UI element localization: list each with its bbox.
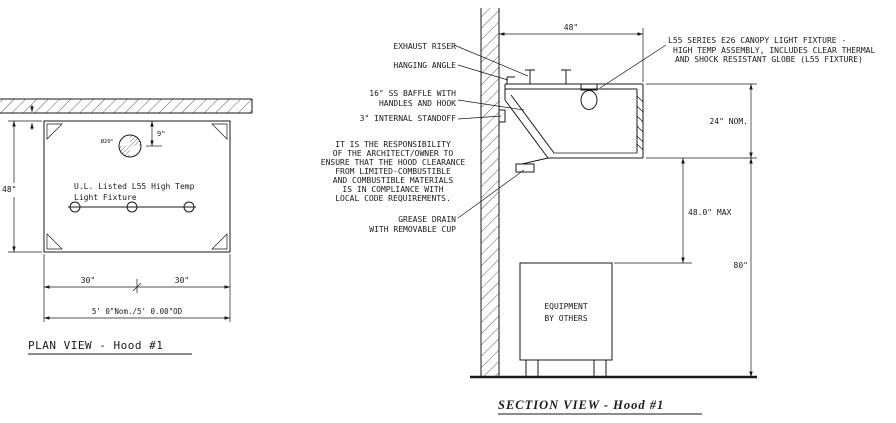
exhaust-riser [525, 69, 571, 84]
grease-drain-cup [515, 157, 549, 173]
light-fixture-plan [68, 201, 196, 213]
riser-offset-dimension: 9" [146, 121, 165, 147]
responsibility-line-2: OF THE ARCHITECT/OWNER TO [333, 149, 454, 158]
light-note-line-1: L55 SERIES E26 CANOPY LIGHT FIXTURE - [668, 36, 846, 45]
front-panel-ticks [636, 95, 644, 151]
plan-height-text: 48" [2, 185, 16, 194]
baffle-filter [504, 99, 549, 159]
baffle-label-line2: HANDLES AND HOOK [379, 99, 456, 108]
hanging-angle-label: HANGING ANGLE [393, 61, 456, 70]
floor-height-text: 80" [734, 261, 748, 270]
plan-width-dimensions: 30" 30" 5' 0"Nom./5' 0.00"OD [43, 254, 231, 322]
grease-label-line1: GREASE DRAIN [398, 215, 456, 224]
top-width-text: 48" [564, 23, 578, 32]
responsibility-line-1: IT IS THE RESPONSIBILITY [335, 140, 451, 149]
hood-height-text: 24" NOM. [709, 117, 748, 126]
plan-wall-hatched-strip [0, 98, 253, 114]
riser-diameter-label: Ø20" [101, 138, 114, 145]
fixture-note-line1: U.L. Listed L55 High Temp [74, 182, 195, 191]
responsibility-line-6: IS IN COMPLIANCE WITH [342, 185, 443, 194]
responsibility-line-5: AND COMBUSTIBLE MATERIALS [333, 176, 454, 185]
plan-height-dimension: 48" [2, 120, 42, 253]
light-note-line-3: AND SHOCK RESISTANT GLOBE (L55 FIXTURE) [675, 55, 863, 64]
riser-collar-plan [118, 134, 142, 158]
equipment-text-line2: BY OTHERS [544, 314, 588, 323]
responsibility-note: IT IS THE RESPONSIBILITY OF THE ARCHITEC… [321, 140, 466, 203]
hanger-bracket-icons [46, 123, 228, 250]
hanging-angle [506, 76, 515, 84]
responsibility-line-3: ENSURE THAT THE HOOD CLEARANCE [321, 158, 466, 167]
section-wall [480, 8, 500, 377]
fixture-note-line2: Light Fixture [74, 193, 137, 202]
baffle-label-line1: 16" SS BAFFLE WITH [369, 89, 456, 98]
hood-outline-plan [43, 120, 231, 253]
light-fixture-note: L55 SERIES E26 CANOPY LIGHT FIXTURE - HI… [668, 36, 875, 64]
equipment-text-line1: EQUIPMENT [544, 302, 588, 311]
canopy-light-fixture [580, 83, 598, 110]
section-right-dimensions: 24" NOM. 80" 48.0" MAX [614, 83, 757, 377]
light-note-line-2: HIGH TEMP ASSEMBLY, INCLUDES CLEAR THERM… [673, 46, 875, 55]
section-view-title: SECTION VIEW - Hood #1 [498, 398, 664, 412]
hood-section [498, 69, 644, 173]
responsibility-line-4: FROM LIMITED-COMBUSTIBLE [335, 167, 451, 176]
half-width-right-text: 30" [175, 276, 189, 285]
exhaust-riser-label: EXHAUST RISER [393, 42, 456, 51]
plan-view: Ø20" 9" U.L. Listed L55 High Temp Light … [0, 98, 253, 355]
responsibility-line-7: LOCAL CODE REQUIREMENTS. [335, 194, 451, 203]
half-width-left-text: 30" [81, 276, 95, 285]
section-top-width-dimension: 48" [499, 23, 644, 82]
plan-view-title: PLAN VIEW - Hood #1 [28, 339, 163, 352]
section-view: EQUIPMENT BY OTHERS 48" 24" NOM. 80" 48.… [321, 8, 875, 415]
standoff-label: 3" INTERNAL STANDOFF [360, 114, 457, 123]
grease-label-line2: WITH REMOVABLE CUP [369, 225, 456, 234]
equipment-box: EQUIPMENT BY OTHERS [519, 262, 613, 378]
riser-offset-text: 9" [157, 130, 165, 138]
clearance-text: 48.0" MAX [688, 208, 732, 217]
overall-width-text: 5' 0"Nom./5' 0.00"OD [92, 307, 183, 316]
leader-lines [453, 44, 667, 219]
